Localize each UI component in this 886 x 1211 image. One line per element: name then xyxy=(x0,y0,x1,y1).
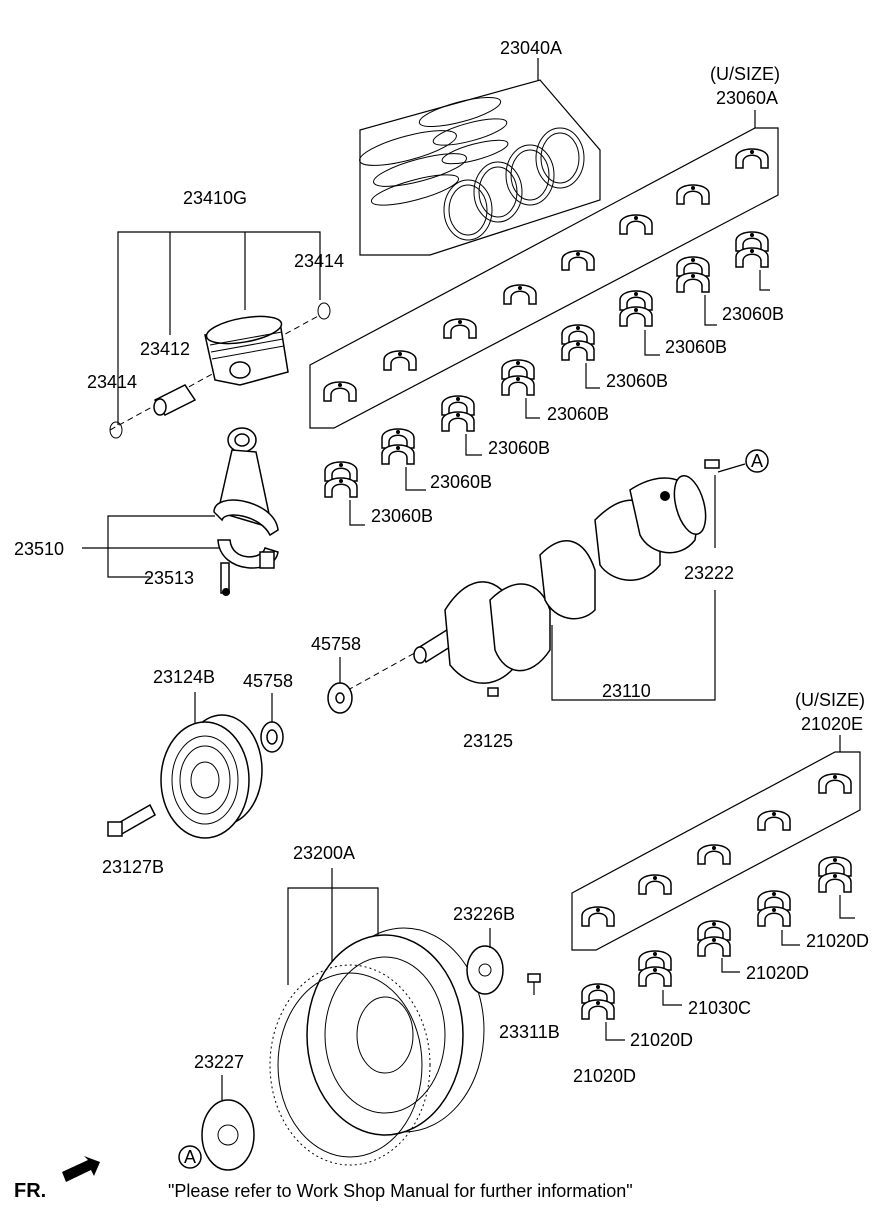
callout-usize-lower: (U/SIZE) xyxy=(795,690,865,710)
callout-23060a: 23060A xyxy=(716,88,778,108)
callout-21020d-1: 21020D xyxy=(806,931,869,951)
callout-23060b-2: 23060B xyxy=(665,337,727,357)
connecting-rod xyxy=(82,427,279,596)
callout-45758-key: 45758 xyxy=(311,634,361,654)
callout-23414-right: 23414 xyxy=(294,251,344,271)
ref-a-top: A xyxy=(751,451,763,471)
callout-23040a: 23040A xyxy=(500,38,562,58)
callout-23110: 23110 xyxy=(602,681,651,701)
callout-23513: 23513 xyxy=(144,568,194,588)
callout-21020d-2: 21020D xyxy=(746,963,809,983)
damper-pulley-group xyxy=(107,657,353,839)
callout-23127b: 23127B xyxy=(102,857,164,877)
callout-23125: 23125 xyxy=(463,731,513,751)
callout-23060b-7: 23060B xyxy=(371,506,433,526)
callout-23060b-1: 23060B xyxy=(722,304,784,324)
front-direction-label: FR. xyxy=(14,1180,47,1202)
callout-21020d-3: 21020D xyxy=(630,1030,693,1050)
callout-23060b-3: 23060B xyxy=(606,371,668,391)
callout-23060b-6: 23060B xyxy=(430,472,492,492)
callout-23412: 23412 xyxy=(140,339,190,359)
workshop-manual-note: "Please refer to Work Shop Manual for fu… xyxy=(168,1181,633,1201)
callout-21030c: 21030C xyxy=(688,998,751,1018)
callout-23060b-5: 23060B xyxy=(488,438,550,458)
callout-23124b: 23124B xyxy=(153,667,215,687)
piston-ring-set xyxy=(359,58,601,256)
callout-21020e: 21020E xyxy=(801,714,863,734)
ref-a-bottom: A xyxy=(184,1147,196,1167)
callout-23311b: 23311B xyxy=(499,1022,560,1042)
upper-bearing-set xyxy=(309,110,779,429)
callout-23414-left: 23414 xyxy=(87,372,137,392)
upper-bearing-b-pairs xyxy=(324,231,770,526)
callout-23200a: 23200A xyxy=(293,843,355,863)
front-direction-arrow-icon xyxy=(62,1156,100,1182)
lower-bearing-set xyxy=(571,735,861,1041)
callout-23410g: 23410G xyxy=(183,188,247,208)
callout-labels: 23040A (U/SIZE) 23060A 23410G 23414 2341… xyxy=(14,38,869,1086)
piston-assembly xyxy=(109,231,331,439)
callout-23060b-4: 23060B xyxy=(547,404,609,424)
callout-45758-washer: 45758 xyxy=(243,671,293,691)
callout-21020d-4: 21020D xyxy=(573,1066,636,1086)
callout-23510: 23510 xyxy=(14,539,64,559)
crankshaft: A xyxy=(329,449,769,701)
flywheel-assembly: A xyxy=(178,868,541,1171)
callout-23226b: 23226B xyxy=(453,904,515,924)
callout-usize-upper: (U/SIZE) xyxy=(710,64,780,84)
callout-23222: 23222 xyxy=(684,563,734,583)
callout-23227: 23227 xyxy=(194,1052,244,1072)
